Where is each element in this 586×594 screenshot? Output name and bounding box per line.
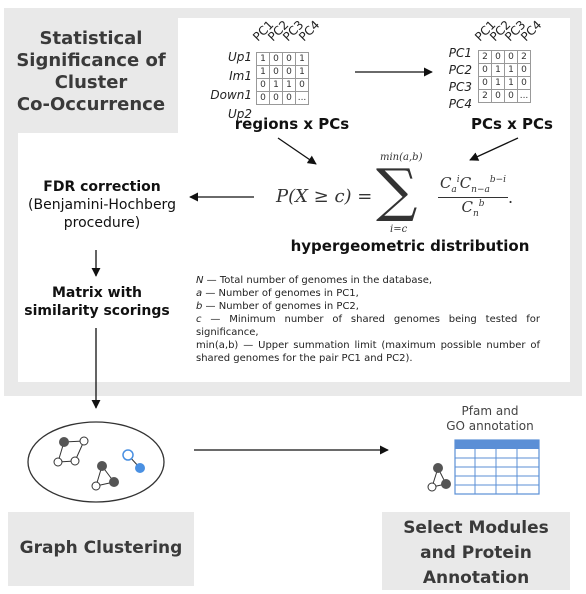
formula-fraction: CaiCn−ab−i Cnb (438, 174, 508, 219)
matrix-sim-line1: Matrix with (51, 285, 143, 301)
right-row-label: PC4 (448, 97, 472, 111)
title-line-1: Statistical (39, 28, 143, 49)
legend: N — Total number of genomes in the datab… (196, 274, 540, 365)
select-modules-line2: and Protein (420, 543, 532, 563)
legend-item: N — Total number of genomes in the datab… (196, 275, 433, 286)
graph-clustering-icon (27, 421, 165, 503)
annotation-table-icon (427, 439, 540, 495)
formula-lower: i=c (390, 224, 408, 235)
title-box (4, 8, 178, 133)
right-row-label: PC1 (448, 46, 472, 60)
matrix-sim-box: Matrix with similarity scorings (12, 284, 182, 320)
select-modules-line1: Select Modules (403, 518, 549, 538)
legend-item: a — Number of genomes in PC1, (196, 288, 359, 299)
formula-lhs: P(X ≥ c) = (276, 186, 373, 207)
left-row-label: Down1 (210, 88, 252, 102)
formula: P(X ≥ c) = min(a,b) ∑ i=c CaiCn−ab−i Cnb… (276, 152, 514, 235)
right-matrix-caption: PCs x PCs (471, 115, 553, 133)
title-box-text: Statistical Significance of Cluster Co-O… (10, 28, 172, 116)
left-row-label: Up1 (227, 50, 252, 64)
fdr-title: FDR correction (43, 179, 161, 195)
annotation-label: Pfam and GO annotation (446, 404, 534, 433)
sigma-icon: ∑ (376, 156, 418, 224)
formula-upper: min(a,b) (380, 152, 423, 163)
graph-clustering-label: Graph Clustering (19, 538, 183, 558)
fdr-box: FDR correction (Benjamini-Hochberg proce… (18, 178, 186, 232)
right-row-label: PC2 (448, 63, 472, 77)
legend-item: min(a,b) — Upper summation limit (maximu… (196, 340, 540, 364)
formula-caption: hypergeometric distribution (290, 237, 530, 255)
title-line-3: Cluster (54, 72, 128, 93)
select-modules-line3: Annotation (422, 568, 530, 588)
matrix-sim-line2: similarity scorings (24, 303, 170, 319)
graph-clustering-box: Graph Clustering (8, 512, 194, 586)
title-line-2: Significance of (16, 50, 166, 71)
left-row-label: Up2 (227, 107, 252, 121)
fdr-detail: (Benjamini-Hochberg procedure) (28, 197, 176, 231)
legend-item: c — Minimum number of shared genomes bei… (196, 314, 540, 338)
arrow-left-matrix-to-formula (277, 137, 317, 165)
arrow-right-matrix-to-formula (469, 137, 519, 161)
right-row-label: PC3 (448, 80, 472, 94)
left-matrix-caption: regions x PCs (234, 115, 350, 133)
left-row-label: Im1 (229, 69, 252, 83)
select-modules-box: Select Modules and Protein Annotation (382, 512, 570, 590)
legend-item: b — Number of genomes in PC2, (196, 301, 359, 312)
title-line-4: Co-Occurrence (16, 94, 166, 115)
